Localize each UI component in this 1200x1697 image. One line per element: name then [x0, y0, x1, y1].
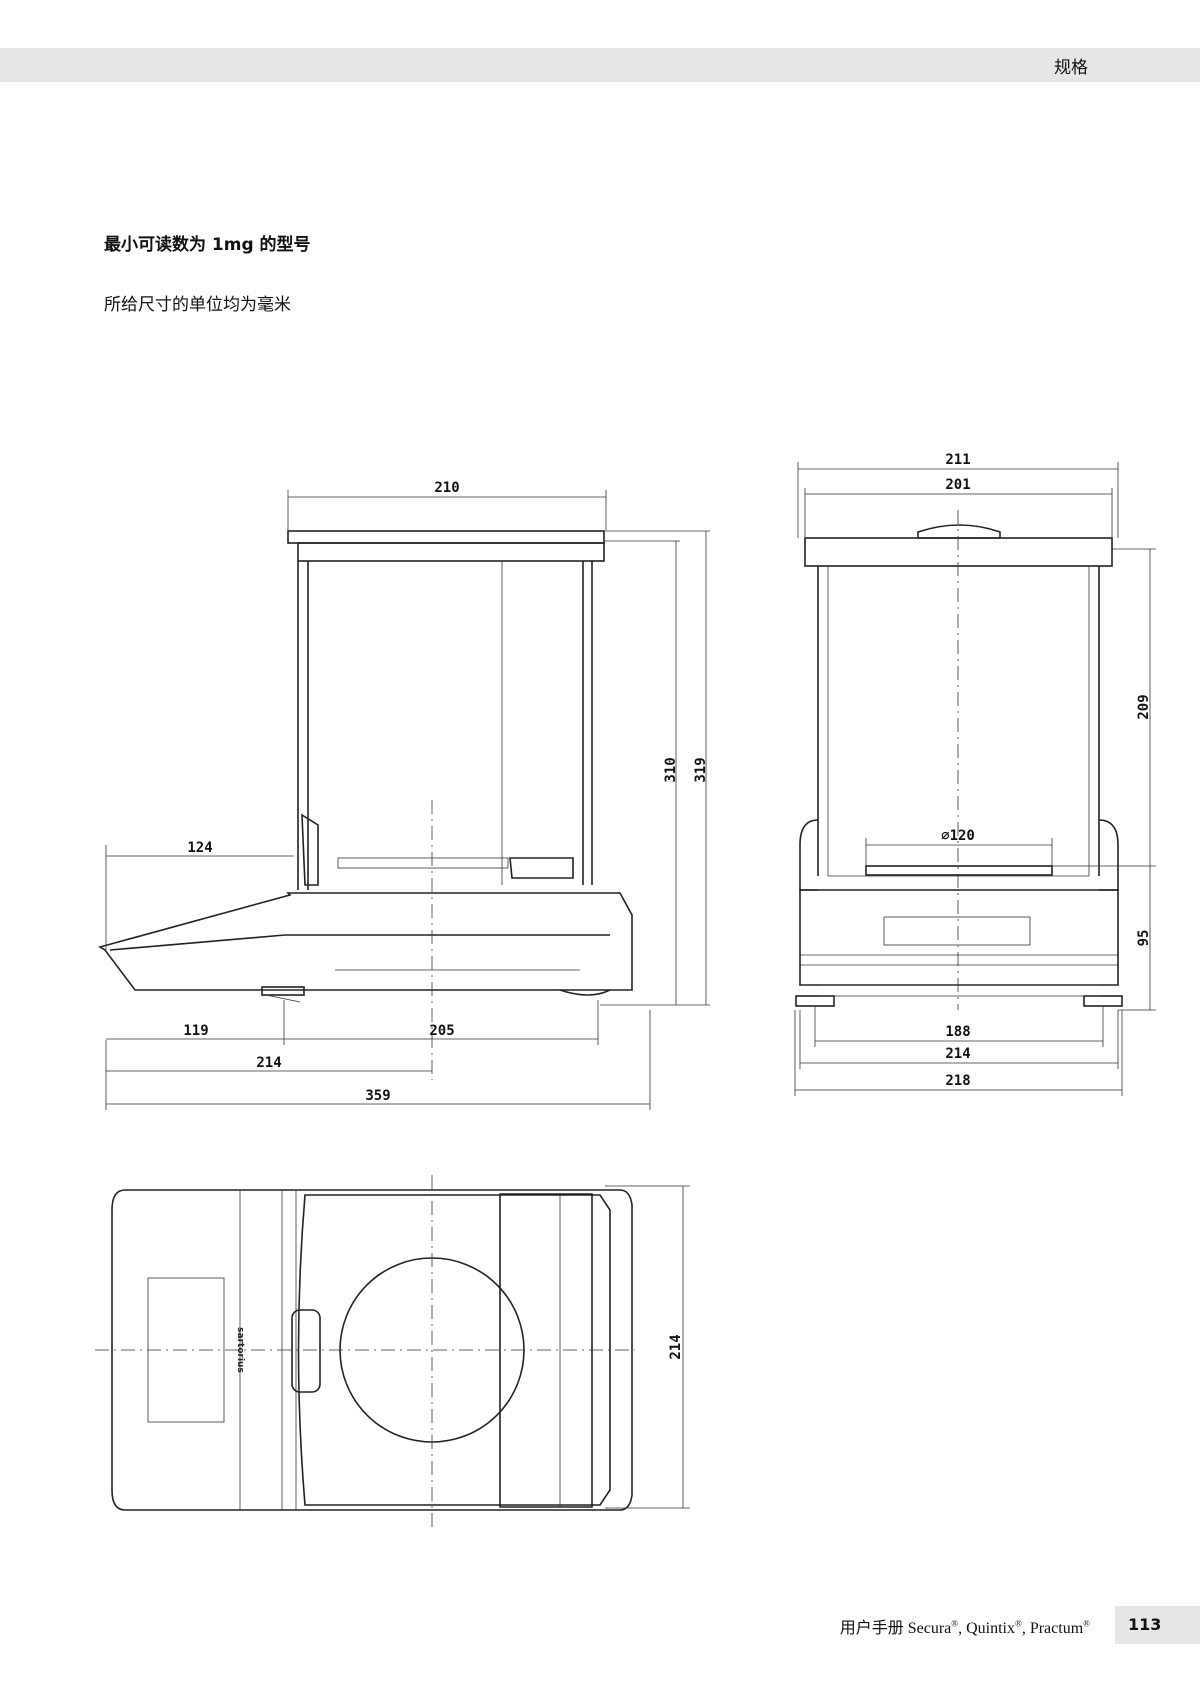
dim-front-outer-top: 211 — [945, 452, 970, 468]
footer-reg-mark-2: ® — [1014, 1618, 1022, 1629]
page-heading: 最小可读数为 1mg 的型号 — [104, 235, 311, 255]
dim-side-height-total: 319 — [693, 757, 709, 782]
dim-top-depth: 214 — [668, 1334, 684, 1359]
dim-front-pan-diameter: ∅120 — [941, 828, 975, 844]
dim-front-total-width: 218 — [945, 1073, 970, 1089]
dim-side-length-total: 359 — [365, 1088, 390, 1104]
header-bar — [0, 48, 1200, 82]
top-view-logo: sartorius — [235, 1327, 245, 1373]
dim-side-front-foot: 119 — [183, 1023, 208, 1039]
dim-side-height-inner: 310 — [663, 757, 679, 782]
footer-manual-title: 用户手册 Secura®, Quintix®, Practum® — [839, 1618, 1090, 1637]
section-title: 规格 — [1054, 58, 1088, 78]
page-number-box — [1115, 1606, 1200, 1644]
dim-front-body-width: 214 — [945, 1046, 970, 1062]
page-number: 113 — [1128, 1615, 1162, 1634]
footer-product-3: Practum — [1029, 1620, 1084, 1637]
side-view-drawing: 210 310 319 124 119 205 214 359 — [97, 480, 710, 1110]
footer-reg-mark-1: ® — [951, 1618, 959, 1629]
footer-product-2: Quintix — [966, 1620, 1015, 1637]
dim-front-base-height: 95 — [1136, 930, 1152, 947]
dim-side-width-top: 210 — [434, 480, 459, 496]
footer-product-1: Secura — [907, 1620, 952, 1637]
footer-reg-mark-3: ® — [1083, 1618, 1090, 1629]
dim-front-chamber-height: 209 — [1136, 694, 1152, 719]
dim-front-feet-span: 188 — [945, 1024, 970, 1040]
units-note: 所给尺寸的单位均为毫米 — [104, 295, 291, 315]
top-view-drawing: sartorius 214 — [95, 1175, 690, 1530]
footer-manual-label: 用户手册 — [839, 1620, 904, 1637]
dim-front-inner-top: 201 — [945, 477, 970, 493]
dim-side-overhang: 124 — [187, 840, 212, 856]
dim-side-foot-span: 205 — [429, 1023, 454, 1039]
dim-side-to-center: 214 — [256, 1055, 281, 1071]
front-view-drawing: 211 201 209 95 ∅120 188 214 218 — [794, 452, 1156, 1096]
